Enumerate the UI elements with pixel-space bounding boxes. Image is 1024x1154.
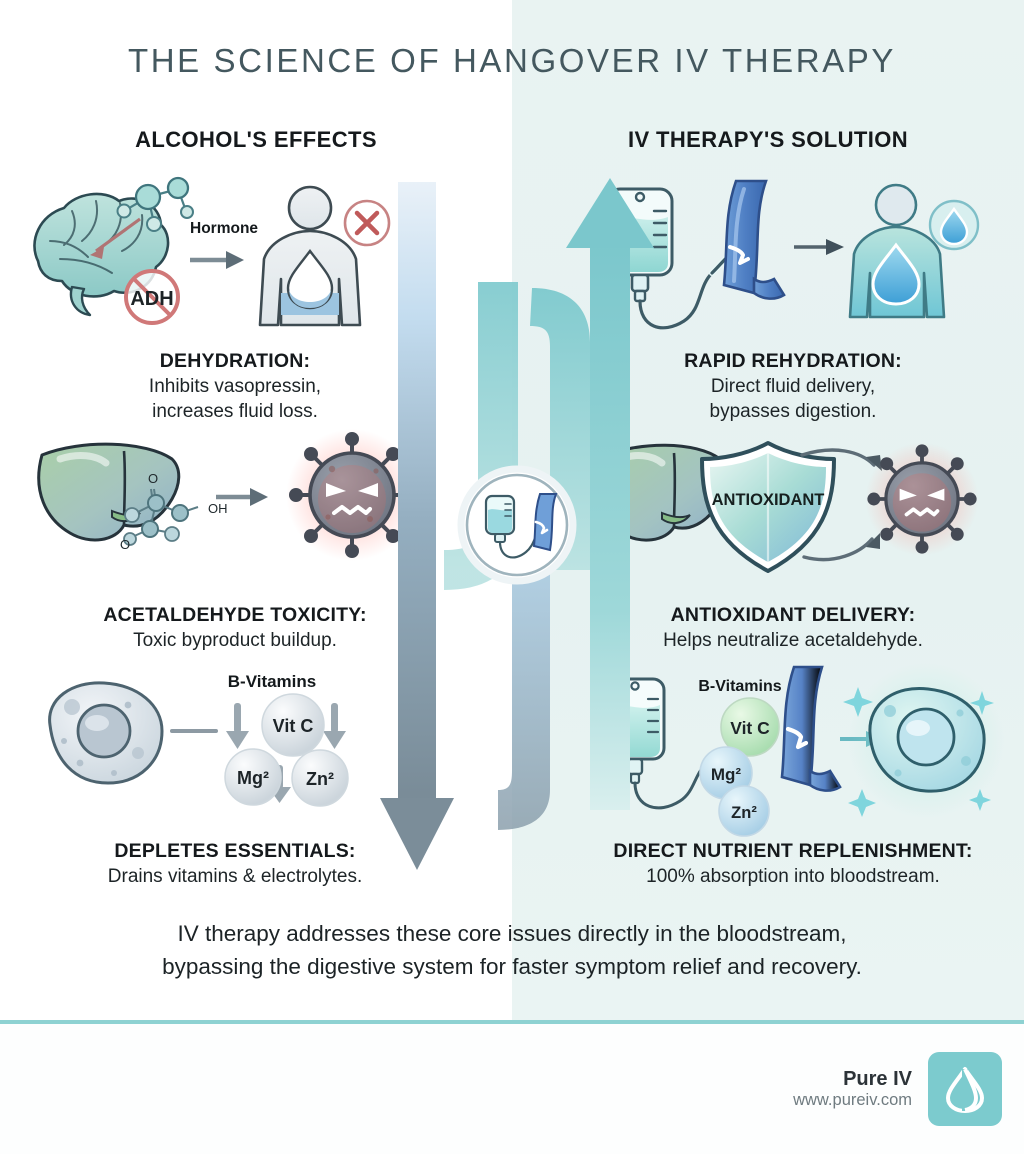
cell-icon: [48, 681, 164, 785]
vitc-label: Vit C: [730, 718, 770, 738]
vein-icon: [780, 665, 842, 792]
x-mark-icon: [343, 199, 391, 247]
antioxidant-artwork: ANTIOXIDANT: [578, 429, 1008, 599]
nutrient-bubble-icon: Vit C Mg² Zn²: [224, 693, 349, 807]
hormone-molecule-icon: [116, 176, 194, 232]
depletion-artwork: B-Vitamins Vit C: [20, 665, 450, 835]
down-arrow-icon: [226, 703, 346, 803]
oxygen-label-bottom: O: [120, 537, 130, 552]
water-drop-logo-icon: [946, 1067, 984, 1113]
footer-divider: [0, 1020, 1024, 1024]
replenishment-artwork: B-Vitamins Vit C Mg² Zn²: [578, 663, 1008, 837]
brand-text: Pure IV www.pureiv.com: [793, 1068, 912, 1110]
dehydrated-body-icon: [258, 185, 362, 327]
nutrient-bubble-icon: Vit C Mg² Zn²: [699, 697, 780, 837]
dehydration-caption: DEHYDRATION: Inhibits vasopressin, incre…: [20, 349, 450, 424]
effect-arrow-icon: [190, 251, 244, 269]
hormone-label: Hormone: [190, 220, 258, 237]
downward-decline-arrow: [380, 182, 454, 870]
rehydration-arrow-icon: [794, 239, 844, 255]
toxin-virus-icon: [865, 442, 979, 556]
toxicity-arrow-icon: [216, 488, 268, 506]
rehydration-caption: RAPID REHYDRATION: Direct fluid delivery…: [578, 349, 1008, 424]
brand-logo: [928, 1052, 1002, 1126]
right-column-header: IV THERAPY'S SOLUTION: [627, 127, 909, 152]
antioxidant-heading: ANTIOXIDANT DELIVERY:: [670, 604, 916, 626]
brand-url[interactable]: www.pureiv.com: [793, 1091, 912, 1110]
zn-label: Zn²: [306, 769, 334, 789]
zn-label: Zn²: [731, 804, 757, 822]
iv-drip-badge-icon: [457, 465, 577, 585]
antioxidant-body-1: Helps neutralize acetaldehyde.: [663, 629, 923, 651]
acetaldehyde-body-1: Toxic byproduct buildup.: [133, 629, 337, 651]
replenishment-body-1: 100% absorption into bloodstream.: [646, 865, 940, 887]
mg-label: Mg²: [711, 765, 742, 784]
effect-block-depletion: B-Vitamins Vit C: [20, 665, 450, 905]
center-flow-arrows: [380, 170, 654, 890]
brain-icon: [33, 192, 170, 317]
replenishment-heading: DIRECT NUTRIENT REPLENISHMENT:: [613, 840, 973, 862]
solution-block-replenishment: B-Vitamins Vit C Mg² Zn²: [578, 663, 1008, 905]
mg-label: Mg²: [237, 768, 269, 788]
b-vitamins-label: B-Vitamins: [698, 678, 781, 695]
iv-solution-column: RAPID REHYDRATION: Direct fluid delivery…: [578, 175, 1008, 911]
summary-line-1: IV therapy addresses these core issues d…: [177, 921, 847, 946]
hydroxyl-label: OH: [208, 501, 228, 516]
depletion-caption: DEPLETES ESSENTIALS: Drains vitamins & e…: [20, 839, 450, 889]
brand-block: Pure IV www.pureiv.com: [793, 1052, 1002, 1126]
replenishment-caption: DIRECT NUTRIENT REPLENISHMENT: 100% abso…: [578, 839, 1008, 889]
oxygen-label-top: O: [148, 471, 158, 486]
depletion-heading: DEPLETES ESSENTIALS:: [114, 840, 356, 862]
adh-label: ADH: [130, 288, 173, 310]
footer-background: [0, 1022, 1024, 1154]
summary-text: IV therapy addresses these core issues d…: [60, 918, 964, 983]
dehydration-heading: DEHYDRATION:: [159, 350, 311, 372]
solution-block-antioxidant: ANTIOXIDANT: [578, 429, 1008, 659]
shield-label: ANTIOXIDANT: [712, 491, 825, 509]
page-title: THE SCIENCE OF HANGOVER IV THERAPY: [127, 42, 897, 79]
effect-block-dehydration: Hormone ADH: [20, 175, 450, 423]
no-adh-icon: ADH: [124, 269, 180, 325]
summary-line-2: bypassing the digestive system for faste…: [162, 953, 862, 979]
hormone-to-brain-arrow-icon: [90, 217, 141, 259]
healthy-cell-icon: [848, 663, 1004, 819]
vein-icon: [722, 179, 786, 300]
sparkle-icon: [843, 687, 994, 817]
rehydration-body-1: Direct fluid delivery,: [710, 375, 876, 397]
dehydration-body-2: increases fluid loss.: [152, 401, 318, 423]
depletion-body-1: Drains vitamins & electrolytes.: [107, 865, 363, 887]
dehydration-body-1: Inhibits vasopressin,: [148, 375, 322, 397]
acetaldehyde-heading: ACETALDEHYDE TOXICITY:: [103, 604, 367, 626]
rehydration-heading: RAPID REHYDRATION:: [684, 350, 902, 372]
rehydration-body-2: bypasses digestion.: [709, 401, 877, 423]
alcohol-effects-column: Hormone ADH: [20, 175, 450, 911]
water-drop-icon: [928, 199, 980, 251]
vitc-label: Vit C: [273, 716, 314, 736]
b-vitamins-label: B-Vitamins: [228, 672, 317, 691]
acetaldehyde-caption: ACETALDEHYDE TOXICITY: Toxic byproduct b…: [20, 603, 450, 653]
left-column-header: ALCOHOL'S EFFECTS: [135, 127, 377, 152]
neutralize-arrow-icon: [800, 448, 876, 562]
brand-name: Pure IV: [843, 1068, 912, 1091]
hydrated-body-icon: [848, 183, 946, 319]
antioxidant-caption: ANTIOXIDANT DELIVERY: Helps neutralize a…: [578, 603, 1008, 653]
acetaldehyde-molecule-icon: O OH O: [120, 471, 228, 552]
dehydration-artwork: Hormone ADH: [20, 175, 450, 345]
antioxidant-shield-icon: ANTIOXIDANT: [700, 441, 836, 573]
upward-recovery-arrow: [498, 178, 654, 830]
